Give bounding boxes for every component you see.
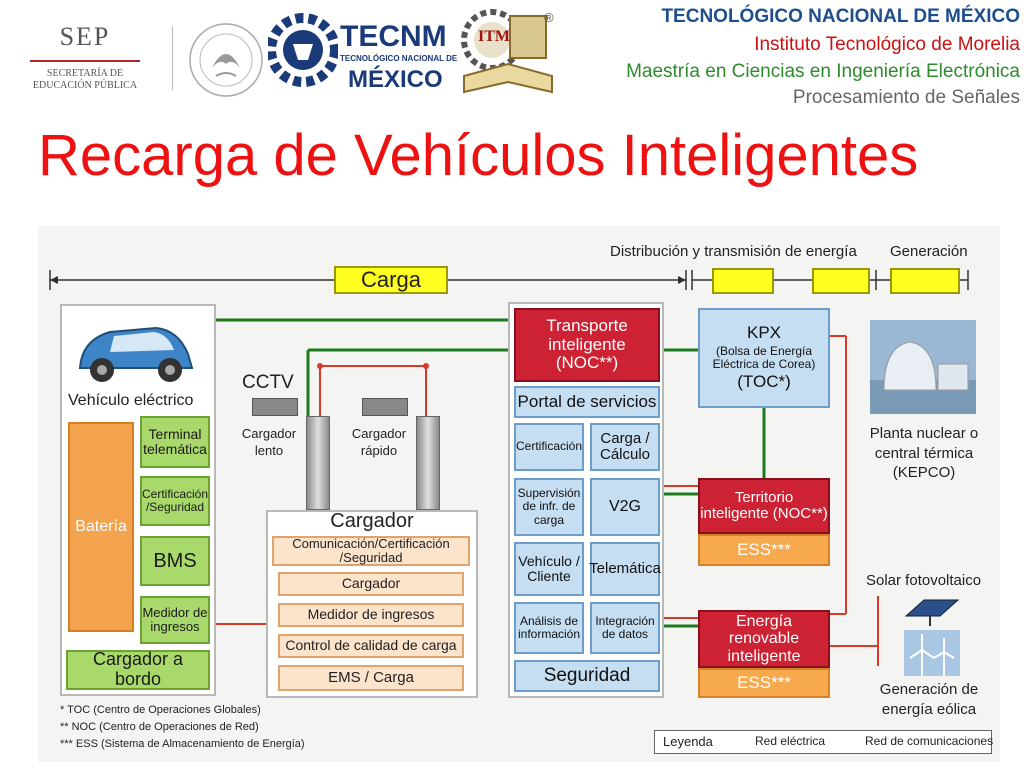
header: SEP SECRETARÍA DE EDUCACIÓN PÚBLICA TECN… [0, 0, 1024, 118]
generacion-bar [890, 268, 960, 294]
cctv-camera-icon-2 [362, 398, 408, 416]
registered-mark: ® [544, 10, 554, 25]
kpx-box: KPX (Bolsa de Energía Eléctrica de Corea… [698, 308, 830, 408]
sep-logo-line1: SECRETARÍA DE [46, 68, 124, 79]
cargador-item-ems: EMS / Carga [278, 665, 464, 691]
header-line-3: Maestría en Ciencias en Ingeniería Elect… [626, 61, 1020, 82]
charging-post-icon-2 [416, 416, 440, 510]
territorio-ess-box: ESS*** [698, 534, 830, 566]
kpx-sub: (Bolsa de Energía Eléctrica de Corea) [712, 343, 816, 371]
diagram: Carga Distribución y transmisión de ener… [38, 226, 1000, 762]
integracion-box: Integración de datos [590, 602, 660, 654]
vehiculo-cliente-box: Vehículo / Cliente [514, 542, 584, 596]
carga-calculo-box: Carga / Cálculo [590, 423, 660, 471]
charging-post-icon [306, 416, 330, 510]
analisis-box: Análisis de información [514, 602, 584, 654]
v2g-box: V2G [590, 478, 660, 536]
kpx-toc: (TOC*) [737, 372, 791, 392]
cargador-title: Cargador [330, 510, 414, 532]
territorio-box: Territorio inteligente (NOC**) [698, 478, 830, 534]
sep-logo-line2: EDUCACIÓN PÚBLICA [32, 80, 138, 91]
mexico-seal-icon [186, 18, 266, 102]
vehiculo-label: Vehículo eléctrico [68, 392, 194, 409]
eolica-label: Generación de energía eólica [879, 681, 979, 718]
distribucion-label: Distribución y transmisión de energía [610, 243, 857, 260]
sep-logo: SEP SECRETARÍA DE EDUCACIÓN PÚBLICA [10, 22, 160, 102]
cargador-lento-label: Cargador lento [241, 426, 297, 458]
seguridad-box: Seguridad [514, 660, 660, 692]
tecnm-logo: TECNM TECNOLÓGICO NACIONAL DE MÉXICO [268, 0, 457, 100]
bms-box: BMS [140, 536, 210, 586]
cargador-item-medidor: Medidor de ingresos [278, 603, 464, 627]
note-noc: ** NOC (Centro de Operaciones de Red) [60, 721, 259, 733]
header-line-1: TECNOLÓGICO NACIONAL DE MÉXICO [661, 6, 1020, 27]
cargador-item-control: Control de calidad de carga [278, 634, 464, 658]
certificacion-box: Certificación /Seguridad [140, 476, 210, 526]
certificacion-tr-box: Certificación [514, 423, 584, 471]
carga-bar: Carga [334, 266, 448, 294]
tecnm-logo-name: TECNM [340, 20, 447, 53]
bateria-box: Batería [68, 422, 134, 632]
header-line-4: Procesamiento de Señales [792, 87, 1020, 108]
itm-logo-abbr: ITM [478, 28, 510, 45]
transporte-header: Transporte inteligente (NOC**) [514, 308, 660, 382]
kpx-title: KPX [746, 323, 782, 343]
tecnm-logo-sub: TECNOLÓGICO NACIONAL DE [340, 54, 458, 63]
sep-logo-rule [30, 60, 140, 62]
distribucion-bar-1 [712, 268, 774, 294]
cctv-label: CCTV [242, 372, 294, 393]
renovable-box: Energía renovable inteligente [698, 610, 830, 668]
cctv-camera-icon [252, 398, 298, 416]
page-title: Recarga de Vehículos Inteligentes [38, 123, 919, 188]
portal-box: Portal de servicios [514, 386, 660, 418]
electric-car-icon [78, 326, 194, 382]
cargador-rapido-label: Cargador rápido [351, 426, 407, 458]
planta-label: Planta nuclear o central térmica (KEPCO) [869, 425, 979, 481]
nuclear-plant-icon [870, 320, 976, 414]
itm-logo: ITM [458, 4, 558, 98]
cargador-item-comunicacion: Comunicación/Certificación /Seguridad [272, 536, 470, 566]
terminal-box: Terminal telemática [140, 416, 210, 468]
sep-logo-abbr: SEP [59, 22, 111, 51]
legend-red-label: Red eléctrica [755, 734, 826, 748]
legend: Leyenda Red eléctrica Red de comunicacio… [654, 730, 994, 754]
renovable-ess-box: ESS*** [698, 668, 830, 698]
generacion-label: Generación [890, 243, 968, 260]
cargador-bordo-box: Cargador a bordo [66, 649, 210, 690]
header-divider [172, 26, 173, 90]
legend-title: Leyenda [663, 734, 713, 749]
solar-panel-icon [900, 598, 960, 628]
tecnm-logo-country: MÉXICO [348, 66, 443, 93]
legend-comm-label: Red de comunicaciones [865, 734, 994, 748]
solar-label: Solar fotovoltaico [866, 572, 982, 589]
note-toc: * TOC (Centro de Operaciones Globales) [60, 704, 261, 716]
wind-turbine-icon [904, 630, 960, 676]
cargador-item-cargador: Cargador [278, 572, 464, 596]
note-ess: *** ESS (Sistema de Almacenamiento de En… [60, 738, 305, 750]
distribucion-bar-2 [812, 268, 870, 294]
medidor-box: Medidor de ingresos [140, 596, 210, 644]
supervision-box: Supervisión de infr. de carga [514, 478, 584, 536]
telematica-box: Telemática [589, 542, 661, 596]
header-line-2: Instituto Tecnológico de Morelia [754, 34, 1020, 55]
